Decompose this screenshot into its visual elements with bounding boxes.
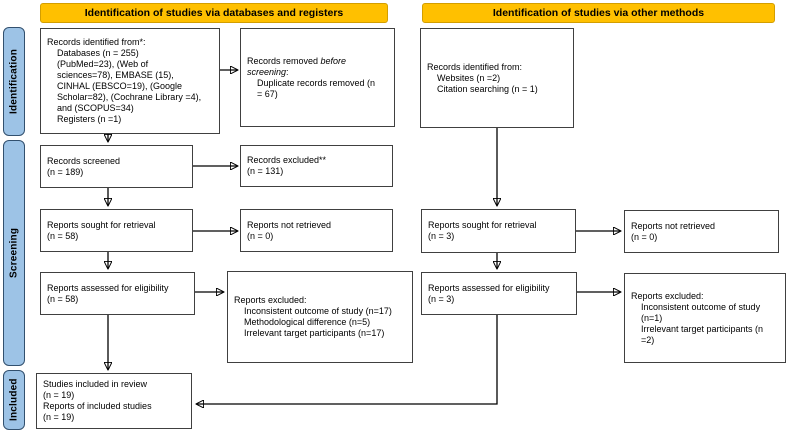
box-studies-included: Studies included in review (n = 19) Repo…	[36, 373, 192, 429]
text-line: =2)	[631, 334, 655, 345]
box-reports-excluded-databases: Reports excluded: Inconsistent outcome o…	[227, 271, 413, 363]
text-line: Reports not retrieved	[247, 219, 332, 230]
text-line: (n = 0)	[247, 230, 274, 241]
text-line: Methodological difference (n=5)	[234, 317, 371, 327]
text-line: Records identified from:	[427, 61, 523, 72]
text-line: Databases (n = 255)	[47, 48, 139, 58]
text-line: Reports excluded:	[234, 295, 307, 305]
box-records-excluded: Records excluded** (n = 131)	[240, 145, 393, 187]
stage-label-identification: Identification	[3, 27, 25, 136]
text-line: Records excluded**	[247, 155, 327, 165]
box-reports-excluded-other: Reports excluded: Inconsistent outcome o…	[624, 273, 786, 363]
text-line: (n = 19)	[43, 412, 75, 422]
text-line: CINHAL (EBSCO=19), (Google	[47, 81, 182, 91]
text-line: (n = 131)	[247, 166, 284, 176]
text-line: Registers (n =1)	[47, 114, 122, 124]
box-records-screened: Records screened (n = 189)	[40, 145, 193, 188]
text-line: Reports sought for retrieval	[47, 219, 156, 230]
text-line: Records screened	[47, 155, 121, 166]
text-line: (n = 189)	[47, 166, 84, 177]
text-line: Reports sought for retrieval	[428, 220, 537, 230]
text-line: Reports not retrieved	[631, 220, 716, 231]
text-line: and (SCOPUS=34)	[47, 103, 134, 113]
box-reports-assessed-other: Reports assessed for eligibility (n = 3)	[421, 272, 577, 315]
text-line: Reports assessed for eligibility	[47, 282, 169, 293]
text-line: Inconsistent outcome of study	[631, 301, 761, 312]
text-line: Studies included in review	[43, 379, 148, 389]
box-records-removed-before-screening: Records removed before screening: Duplic…	[240, 28, 395, 127]
text-line: Reports of included studies	[43, 401, 152, 411]
text-line: Records removed before	[247, 55, 347, 66]
text-line: Scholar=82), (Cochrane Library =4),	[47, 92, 202, 102]
banner-other-methods: Identification of studies via other meth…	[422, 3, 775, 23]
box-reports-not-retrieved-databases: Reports not retrieved (n = 0)	[240, 209, 393, 252]
text-line: (n = 19)	[43, 390, 75, 400]
text-line: (n = 3)	[428, 231, 455, 241]
box-reports-not-retrieved-other: Reports not retrieved (n = 0)	[624, 210, 779, 253]
text-line: Websites (n =2)	[427, 72, 501, 83]
text-line: Reports excluded:	[631, 290, 704, 301]
box-reports-sought-other: Reports sought for retrieval (n = 3)	[421, 209, 576, 253]
box-reports-assessed-databases: Reports assessed for eligibility (n = 58…	[40, 272, 195, 315]
text-line: screening:	[247, 66, 289, 77]
text-line: Records identified from*:	[47, 37, 146, 47]
text-line: Irrelevant target participants (n	[631, 323, 764, 334]
text-line: (n=1)	[631, 312, 663, 323]
box-records-identified-databases: Records identified from*: Databases (n =…	[40, 28, 220, 134]
text-line: (n = 58)	[47, 230, 79, 241]
text-line: Duplicate records removed (n	[247, 77, 376, 88]
text-line: sciences=78), EMBASE (15),	[47, 70, 174, 80]
text-line: Inconsistent outcome of study (n=17)	[234, 306, 392, 316]
stage-label-screening: Screening	[3, 140, 25, 366]
text-line: Irrelevant target participants (n=17)	[234, 328, 385, 338]
text-line: (PubMed=23), (Web of	[47, 59, 149, 69]
text-line: (n = 0)	[631, 231, 658, 242]
text-line: = 67)	[247, 88, 278, 99]
banner-databases-registers: Identification of studies via databases …	[40, 3, 388, 23]
text-line: Citation searching (n = 1)	[427, 83, 538, 94]
box-reports-sought-databases: Reports sought for retrieval (n = 58)	[40, 209, 193, 252]
text-line: Reports assessed for eligibility	[428, 282, 550, 293]
stage-label-included: Included	[3, 370, 25, 430]
box-records-identified-other: Records identified from: Websites (n =2)…	[420, 28, 574, 128]
text-line: (n = 3)	[428, 293, 455, 304]
text-line: (n = 58)	[47, 293, 79, 304]
